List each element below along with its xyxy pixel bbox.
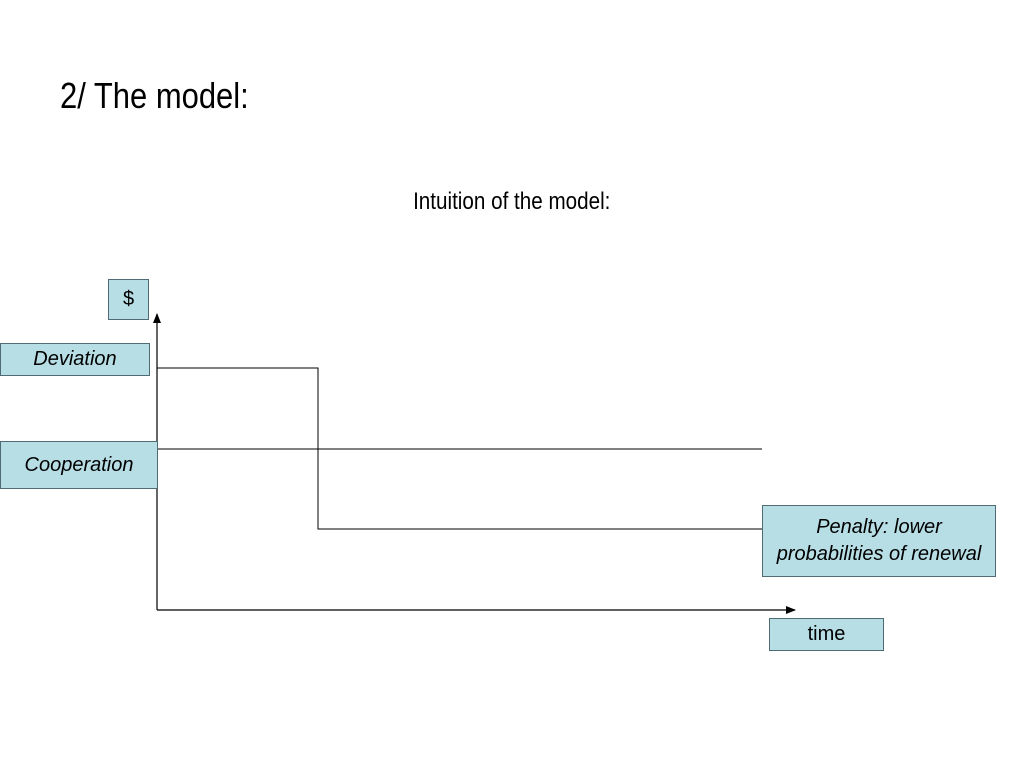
slide-title: 2/ The model: [60,75,249,116]
x-axis-label-text: time [807,623,846,645]
diagram-subtitle: Intuition of the model: [0,186,1024,218]
deviation-payoff-line [157,367,762,530]
cooperation-label-text: Cooperation [24,453,134,476]
penalty-label-line2: probabilities of renewal [776,543,982,565]
y-axis-label-text: $ [122,288,135,310]
deviation-label-text: Deviation [33,348,117,370]
cooperation-label: Cooperation [0,441,158,489]
y-axis-label: $ [108,279,149,320]
penalty-label-line1: Penalty: lower [816,516,942,538]
penalty-label: Penalty: lower probabilities of renewal [762,505,996,577]
diagram-subtitle-text: Intuition of the model: [413,188,611,215]
deviation-label: Deviation [0,343,150,376]
x-axis-label: time [769,618,884,651]
